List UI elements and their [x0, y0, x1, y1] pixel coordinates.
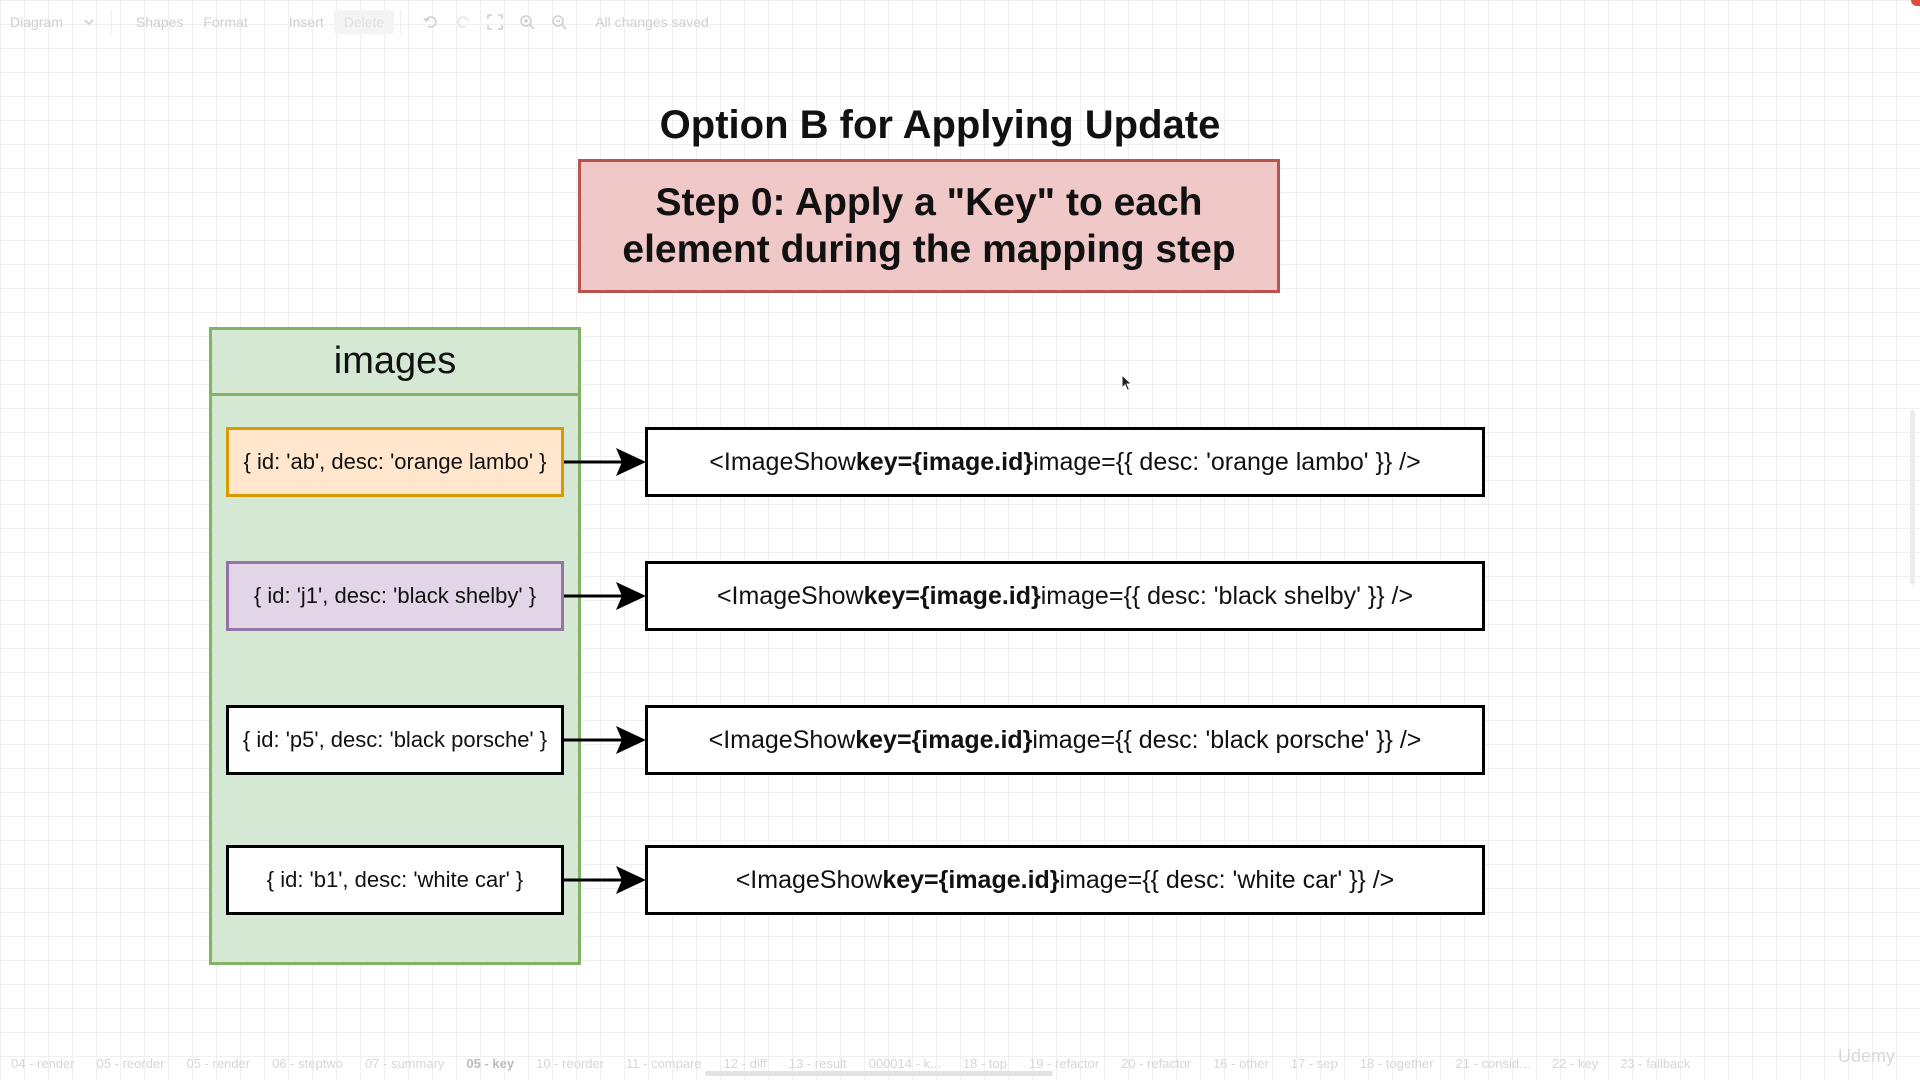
insert-button[interactable]: Insert	[288, 14, 324, 30]
page-tab[interactable]: 11 - compare	[626, 1055, 702, 1071]
image-item-ab[interactable]: { id: 'ab', desc: 'orange lambo' }	[226, 427, 564, 497]
page-tab[interactable]: 19 - refactor	[1028, 1055, 1100, 1071]
target-key: key={image.id}	[855, 447, 1034, 476]
delete-button[interactable]: Delete	[333, 10, 395, 34]
step-line-1: Step 0: Apply a "Key" to each	[655, 181, 1203, 224]
diagram-menu-group: Diagram	[0, 10, 112, 34]
editor-toolbar: Diagram Shapes Format Insert Delete All …	[0, 0, 1920, 44]
target-suffix: image={{ desc: 'white car' }} />	[1059, 865, 1395, 894]
target-suffix: image={{ desc: 'black shelby' }} />	[1040, 581, 1414, 610]
udemy-watermark: Udemy	[1838, 1046, 1896, 1066]
undo-icon[interactable]	[420, 11, 442, 33]
shapes-button[interactable]: Shapes	[135, 14, 184, 30]
page-tab[interactable]: 05 - reorder	[96, 1055, 165, 1071]
page-tabs-bar: 04 - render 05 - reorder 05 - render 06 - s…	[0, 1052, 1920, 1074]
imageshow-element-ab[interactable]: <ImageShow key={image.id} image={{ desc:…	[645, 427, 1485, 497]
format-group: Shapes Format	[126, 10, 265, 34]
page-tab[interactable]: 20 - refactor	[1121, 1055, 1192, 1071]
page-tab[interactable]: 07 - summary	[364, 1055, 445, 1071]
mouse-cursor-icon	[1121, 374, 1133, 392]
step-line-2: element during the mapping step	[622, 228, 1236, 271]
chevron-down-icon	[78, 11, 100, 33]
page-tab[interactable]: 06 - steptwo	[272, 1055, 343, 1071]
target-prefix: <ImageShow	[716, 581, 864, 610]
imageshow-element-b1[interactable]: <ImageShow key={image.id} image={{ desc:…	[645, 845, 1485, 915]
fullscreen-icon[interactable]	[484, 11, 506, 33]
step-box[interactable]: Step 0: Apply a "Key" to each element du…	[578, 159, 1280, 293]
imageshow-element-p5[interactable]: <ImageShow key={image.id} image={{ desc:…	[645, 705, 1485, 775]
page-tab[interactable]: 16 - other	[1213, 1055, 1269, 1071]
format-button[interactable]: Format	[203, 14, 248, 30]
page-tab[interactable]: 23 - fallback	[1620, 1055, 1691, 1071]
target-suffix: image={{ desc: 'orange lambo' }} />	[1033, 447, 1421, 476]
page-tab[interactable]: 13 - result	[788, 1055, 847, 1071]
page-tab[interactable]: 05 - render	[186, 1055, 251, 1071]
save-status: All changes saved	[595, 14, 709, 30]
target-key: key={image.id}	[863, 581, 1041, 610]
page-tab[interactable]: 18 - together	[1359, 1055, 1434, 1071]
page-tab[interactable]: 10 - reorder	[536, 1055, 605, 1071]
page-tab[interactable]: 22 - key	[1551, 1055, 1599, 1071]
target-suffix: image={{ desc: 'black porsche' }} />	[1032, 725, 1422, 754]
redo-icon[interactable]	[452, 11, 474, 33]
zoom-out-icon[interactable]	[548, 11, 570, 33]
image-item-p5[interactable]: { id: 'p5', desc: 'black porsche' }	[226, 705, 564, 775]
zoom-in-icon[interactable]	[516, 11, 538, 33]
target-prefix: <ImageShow	[735, 865, 883, 894]
page-tab[interactable]: 17 - sep	[1290, 1055, 1338, 1071]
page-tab[interactable]: 18 - top	[962, 1055, 1007, 1071]
image-item-b1[interactable]: { id: 'b1', desc: 'white car' }	[226, 845, 564, 915]
diagram-menu-button[interactable]: Diagram	[10, 14, 63, 30]
page-tab[interactable]: 000014 - k...	[868, 1055, 941, 1071]
target-key: key={image.id}	[882, 865, 1060, 894]
step-text: Step 0: Apply a "Key" to each element du…	[622, 179, 1235, 273]
page-tab[interactable]: 04 - render	[11, 1055, 75, 1071]
images-header: images	[212, 330, 578, 396]
target-prefix: <ImageShow	[709, 447, 856, 476]
horizontal-scrollbar[interactable]	[705, 1071, 1053, 1076]
diagram-title: Option B for Applying Update	[659, 103, 1221, 147]
image-item-j1[interactable]: { id: 'j1', desc: 'black shelby' }	[226, 561, 564, 631]
edit-group: Insert Delete	[279, 10, 402, 34]
page-tab[interactable]: 05 - key	[466, 1055, 515, 1071]
recording-indicator	[1911, 0, 1920, 6]
page-tab[interactable]: 12 - diff	[723, 1055, 767, 1071]
imageshow-element-j1[interactable]: <ImageShow key={image.id} image={{ desc:…	[645, 561, 1485, 631]
vertical-scrollbar[interactable]	[1910, 410, 1915, 585]
page-tab[interactable]: 21 - consid...	[1455, 1055, 1530, 1071]
target-key: key={image.id}	[855, 725, 1033, 754]
target-prefix: <ImageShow	[708, 725, 856, 754]
